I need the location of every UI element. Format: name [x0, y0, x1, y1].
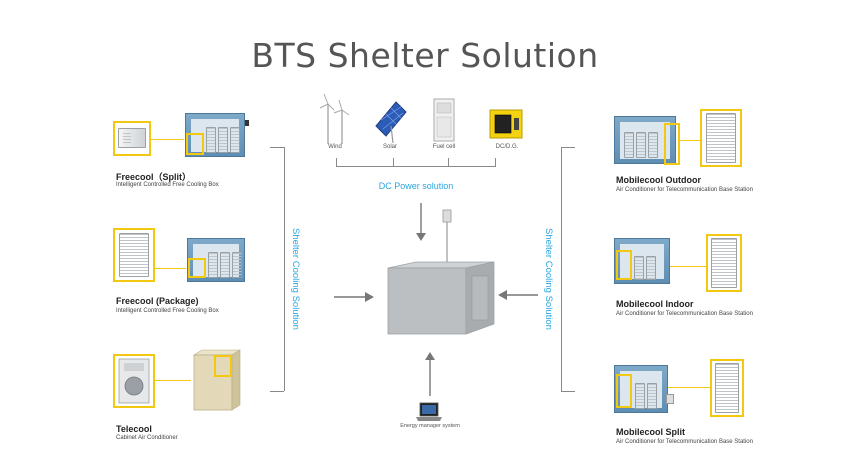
dc-bracket-tick — [495, 158, 496, 167]
product-name: Freecool (Package) — [116, 296, 199, 306]
equipment-rack-icon — [624, 132, 634, 158]
dc-power-label: DC Power solution — [378, 181, 454, 191]
product-desc: Air Conditioner for Telecommunication Ba… — [616, 439, 753, 445]
arrow-left-icon — [498, 290, 538, 300]
dc-bracket-line — [336, 166, 496, 167]
right-bracket-vertical — [561, 147, 562, 391]
equipment-rack-icon — [635, 383, 645, 409]
product-desc: Air Conditioner for Telecommunication Ba… — [616, 187, 753, 193]
shelter-icon — [387, 261, 495, 335]
mount-bracket — [245, 120, 249, 126]
product-name: Freecool（Split） — [116, 172, 192, 182]
freecool-package-unit-icon — [119, 233, 149, 277]
antenna-icon — [442, 209, 452, 268]
generator-icon — [489, 109, 523, 139]
cabinet-icon — [192, 349, 242, 411]
highlight-box — [113, 121, 151, 156]
mobilecool-split-unit-icon — [715, 363, 739, 413]
equipment-rack-icon — [220, 252, 230, 278]
connector-line — [670, 266, 706, 267]
highlight-box — [113, 228, 155, 282]
laptop-icon — [416, 402, 442, 421]
shelter-cooling-label-left: Shelter Cooling Solution — [290, 228, 301, 330]
product-name: Mobilecool Outdoor — [616, 175, 701, 185]
equipment-rack-icon — [634, 256, 644, 280]
right-bracket-top — [561, 147, 575, 148]
energy-manager-label: Energy manager system — [400, 423, 460, 429]
mobilecool-indoor-unit-icon — [711, 238, 737, 288]
highlight-box — [214, 355, 232, 377]
connector-line — [668, 387, 710, 388]
product-name: Mobilecool Indoor — [616, 299, 694, 309]
highlight-box — [706, 234, 742, 292]
right-bracket-bottom — [561, 391, 575, 392]
arrow-down-icon — [416, 203, 426, 241]
highlight-box — [113, 354, 155, 408]
highlight-box — [616, 250, 632, 280]
product-desc: Air Conditioner for Telecommunication Ba… — [616, 311, 753, 317]
equipment-rack-icon — [648, 132, 658, 158]
equipment-rack-icon — [232, 252, 242, 278]
solar-panel-icon — [375, 101, 407, 144]
shelter-cooling-label-right: Shelter Cooling Solution — [543, 228, 554, 330]
connector-line — [151, 139, 184, 140]
highlight-box — [664, 123, 680, 165]
equipment-rack-icon — [636, 132, 646, 158]
outdoor-condenser-icon — [666, 394, 674, 404]
dc-bracket-tick — [336, 158, 337, 167]
left-bracket-top — [270, 147, 284, 148]
connector-line — [155, 380, 191, 381]
left-bracket-vertical — [284, 147, 285, 391]
equipment-rack-icon — [218, 127, 228, 153]
wind-turbine-icon — [319, 93, 350, 144]
product-name: Mobilecool Split — [616, 427, 685, 437]
arrow-right-icon — [334, 292, 374, 302]
dc-bracket-tick — [448, 158, 449, 167]
power-label-generator: DC/D.G. — [495, 144, 519, 150]
product-desc: Cabinet Air Conditioner — [116, 435, 178, 441]
fuel-cell-icon — [433, 98, 455, 142]
equipment-rack-icon — [230, 127, 240, 153]
connector-line — [155, 268, 186, 269]
telecool-unit-icon — [118, 358, 150, 404]
highlight-box — [186, 133, 204, 155]
highlight-box — [188, 258, 206, 278]
power-label-fuel-cell: Fuel cell — [432, 144, 456, 150]
connector-line — [680, 140, 700, 141]
arrow-up-icon — [425, 352, 435, 396]
freecool-split-unit-icon — [118, 128, 146, 148]
equipment-rack-icon — [646, 256, 656, 280]
product-name: Telecool — [116, 424, 152, 434]
equipment-rack-icon — [206, 127, 216, 153]
product-desc: Intelligent Controlled Free Cooling Box — [116, 308, 219, 314]
page-title: BTS Shelter Solution — [251, 36, 599, 75]
equipment-rack-icon — [208, 252, 218, 278]
power-label-solar: Solar — [382, 144, 397, 150]
dc-bracket-tick — [393, 158, 394, 167]
power-label-wind: Wind — [328, 144, 342, 150]
highlight-box — [700, 109, 742, 167]
left-bracket-bottom — [270, 391, 284, 392]
mobilecool-outdoor-unit-icon — [706, 113, 736, 163]
highlight-box — [616, 374, 632, 408]
highlight-box — [710, 359, 744, 417]
product-desc: Intelligent Controlled Free Cooling Box — [116, 182, 219, 188]
equipment-rack-icon — [647, 383, 657, 409]
